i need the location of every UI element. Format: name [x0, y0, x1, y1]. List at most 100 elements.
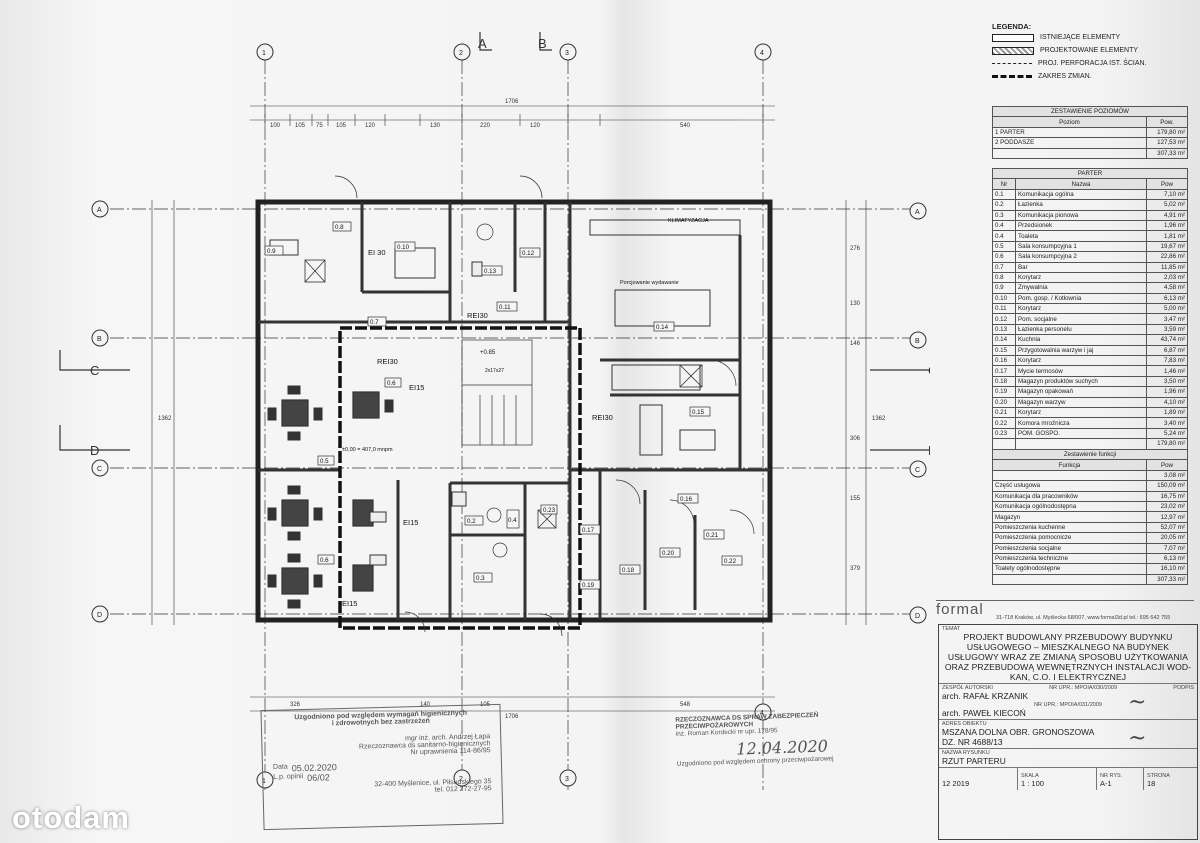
author-2: arch. PAWEŁ KIECOŃ	[942, 708, 1026, 718]
function-name	[992, 469, 1147, 482]
address-section: ADRES OBIEKTU MSZANA DOLNA OBR. GRONOSZO…	[939, 720, 1197, 749]
topic-section: TEMAT PROJEKT BUDOWLANY PRZEBUDOWY BUDYN…	[939, 625, 1197, 684]
room-name: Łazienka	[1015, 199, 1147, 211]
room-tag: 0.9	[267, 248, 276, 255]
section-c-marker-right: C	[928, 363, 930, 378]
room-area: 1,89 m²	[1146, 406, 1188, 419]
room-name: Korytarz	[1015, 406, 1147, 419]
room-name: Pom. gosp. / Kotłownia	[1015, 292, 1147, 305]
dim-top-3: 75	[316, 123, 323, 129]
room-name: Zmywalnia	[1015, 282, 1147, 294]
legend-item: PROJ. PERFORACJA IST. ŚCIAN.	[992, 57, 1192, 70]
room-area: 4,10 m²	[1146, 396, 1188, 409]
stamp-lp: 06/02	[307, 772, 330, 783]
drawing-section: NAZWA RYSUNKU RZUT PARTERU	[939, 749, 1197, 768]
room-name: Sala konsumpcyjna 2	[1015, 251, 1147, 263]
room-number: 0.11	[992, 303, 1016, 315]
col-function: Funkcja	[992, 459, 1147, 471]
dim-bottom-total: 1706	[505, 714, 519, 720]
room-number: 0.21	[992, 406, 1016, 419]
function-area: 6,13 m²	[1146, 552, 1188, 565]
room-number: 0.23	[992, 427, 1016, 440]
room-number: 0.4	[992, 219, 1016, 232]
author-label: ZESPÓŁ AUTORSKI	[942, 685, 993, 691]
datum-label: ±0,00 = 407,0 mnpm	[342, 447, 393, 453]
function-area: 16,10 m²	[1146, 563, 1188, 575]
room-area: 5,00 m²	[1146, 303, 1188, 315]
level-label: +0.85	[480, 350, 496, 356]
room-area: 2,03 m²	[1146, 271, 1188, 284]
axis-row-c: C	[97, 466, 102, 473]
room-area: 3,47 m²	[1146, 313, 1188, 325]
axis-row-a-right: A	[915, 209, 920, 216]
room-tag: 0.10	[397, 244, 410, 251]
dim-side-1: 276	[850, 246, 861, 252]
functions-total: 307,33 m²	[1146, 573, 1188, 586]
ei30-label: EI 30	[368, 248, 386, 257]
dim-top-1: 100	[270, 123, 281, 129]
klimatyzacja-label: KLIMATYZACJA	[668, 218, 709, 224]
room-name: Przedsionek	[1015, 219, 1147, 232]
functions-title: Zestawienie funkcji	[992, 448, 1188, 461]
room-tag: 0.3	[476, 575, 485, 582]
room-tag: 0.19	[582, 582, 595, 589]
room-tag: 0.2	[467, 518, 476, 525]
room-number: 0.19	[992, 386, 1016, 398]
room-area: 4,58 m²	[1146, 282, 1188, 294]
room-area: 1,96 m²	[1146, 386, 1188, 398]
axis-row-b-right: B	[915, 338, 920, 345]
title-block: TEMAT PROJEKT BUDOWLANY PRZEBUDOWY BUDYN…	[938, 624, 1198, 840]
function-area: 16,75 m²	[1146, 490, 1188, 502]
rei30-label: REI30	[592, 413, 613, 422]
room-number: 0.8	[992, 271, 1016, 284]
section-d-marker-left: D	[90, 443, 99, 458]
room-area: 3,40 m²	[1146, 417, 1188, 429]
room-name: Komunikacja ogólna	[1015, 188, 1147, 201]
room-name: Kuchnia	[1015, 334, 1147, 346]
drawing-name: RZUT PARTERU	[942, 756, 1006, 766]
section-b-marker: B	[538, 36, 547, 51]
room-tag: 0.8	[335, 224, 344, 231]
levels-col-level: Poziom	[992, 116, 1147, 128]
room-number: 0.12	[992, 313, 1016, 325]
legend-item: ISTNIEJĄCE ELEMENTY	[992, 31, 1192, 44]
address-label: ADRES OBIEKTU	[942, 721, 987, 727]
room-number: 0.6	[992, 251, 1016, 263]
table-row: 307,33 m²	[992, 147, 1188, 159]
room-tag: 0.12	[522, 250, 535, 257]
rei30-label: REI30	[377, 357, 398, 366]
axis-col-1-bottom: 1	[262, 778, 266, 785]
room-tag: 0.20	[662, 550, 675, 557]
function-name: Komunikacja ogólnodostępna	[992, 500, 1147, 513]
room-tag: 0.23	[543, 507, 556, 514]
stamp-date: 05.02.2020	[291, 762, 337, 774]
room-tag: 0.16	[680, 496, 693, 503]
col-area: Pow	[1146, 459, 1188, 471]
dim-top-2: 105	[295, 123, 306, 129]
axis-row-a: A	[97, 207, 102, 214]
axis-col-1: 1	[262, 50, 266, 57]
room-number: 0.1	[992, 188, 1016, 201]
drawing-date: 12 2019	[942, 779, 970, 788]
room-name: Komunikacja pionowa	[1015, 209, 1147, 221]
room-tag: 0.7	[370, 319, 379, 326]
level-name: 1 PARTER	[992, 126, 1147, 139]
project-title: PROJEKT BUDOWLANY PRZEBUDOWY BUDYNKU USŁ…	[944, 632, 1192, 682]
axis-row-b: B	[97, 336, 102, 343]
room-tag: 0.15	[692, 409, 705, 416]
dim-total-top: 1706	[505, 99, 519, 105]
parter-title: PARTER	[992, 167, 1188, 180]
dim-right-total: 1362	[872, 416, 886, 422]
